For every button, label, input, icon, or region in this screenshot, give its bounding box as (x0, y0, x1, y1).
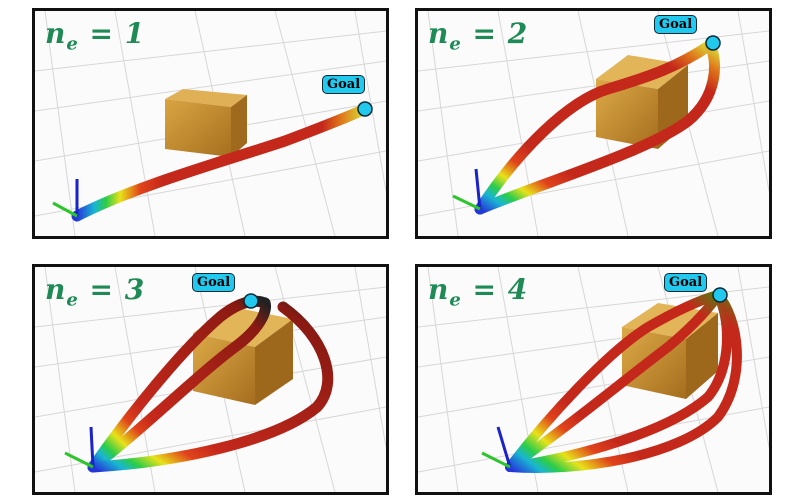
scene-2 (418, 11, 769, 236)
trajectory-3 (505, 290, 732, 472)
trajectory-2 (87, 297, 272, 473)
trajectory-1 (71, 103, 371, 222)
ne-label: ne = 1 (45, 17, 146, 55)
trajectory-2 (505, 290, 723, 472)
panel-ne-4: ne = 4 Goal (415, 264, 772, 495)
trajectory-1 (474, 39, 716, 215)
panel-ne-3: ne = 3 Goal (32, 264, 389, 495)
origin-axes (452, 168, 482, 211)
scene-4 (418, 267, 769, 492)
scene-1 (35, 11, 386, 236)
trajectory-1 (505, 290, 723, 472)
goal-label: Goal (654, 15, 698, 34)
trajectory-2 (474, 39, 720, 215)
ne-label: ne = 3 (45, 273, 146, 311)
wooden-box (165, 89, 247, 157)
origin-axes (52, 179, 79, 218)
scene-3 (35, 267, 386, 492)
trajectory-4 (505, 290, 742, 473)
ne-label: ne = 2 (428, 17, 529, 55)
goal-marker (243, 293, 259, 309)
panel-ne-1: ne = 1 Goal (32, 8, 389, 239)
ne-label: ne = 4 (428, 273, 529, 311)
goal-label: Goal (192, 273, 236, 292)
origin-axes (64, 426, 95, 469)
origin-axes (481, 426, 512, 469)
panel-ne-2: ne = 2 Goal (415, 8, 772, 239)
goal-marker (712, 287, 728, 303)
goal-label: Goal (322, 75, 366, 94)
trajectory-3 (87, 301, 334, 473)
goal-marker (357, 101, 373, 117)
goal-marker (705, 35, 721, 51)
goal-label: Goal (664, 273, 708, 292)
